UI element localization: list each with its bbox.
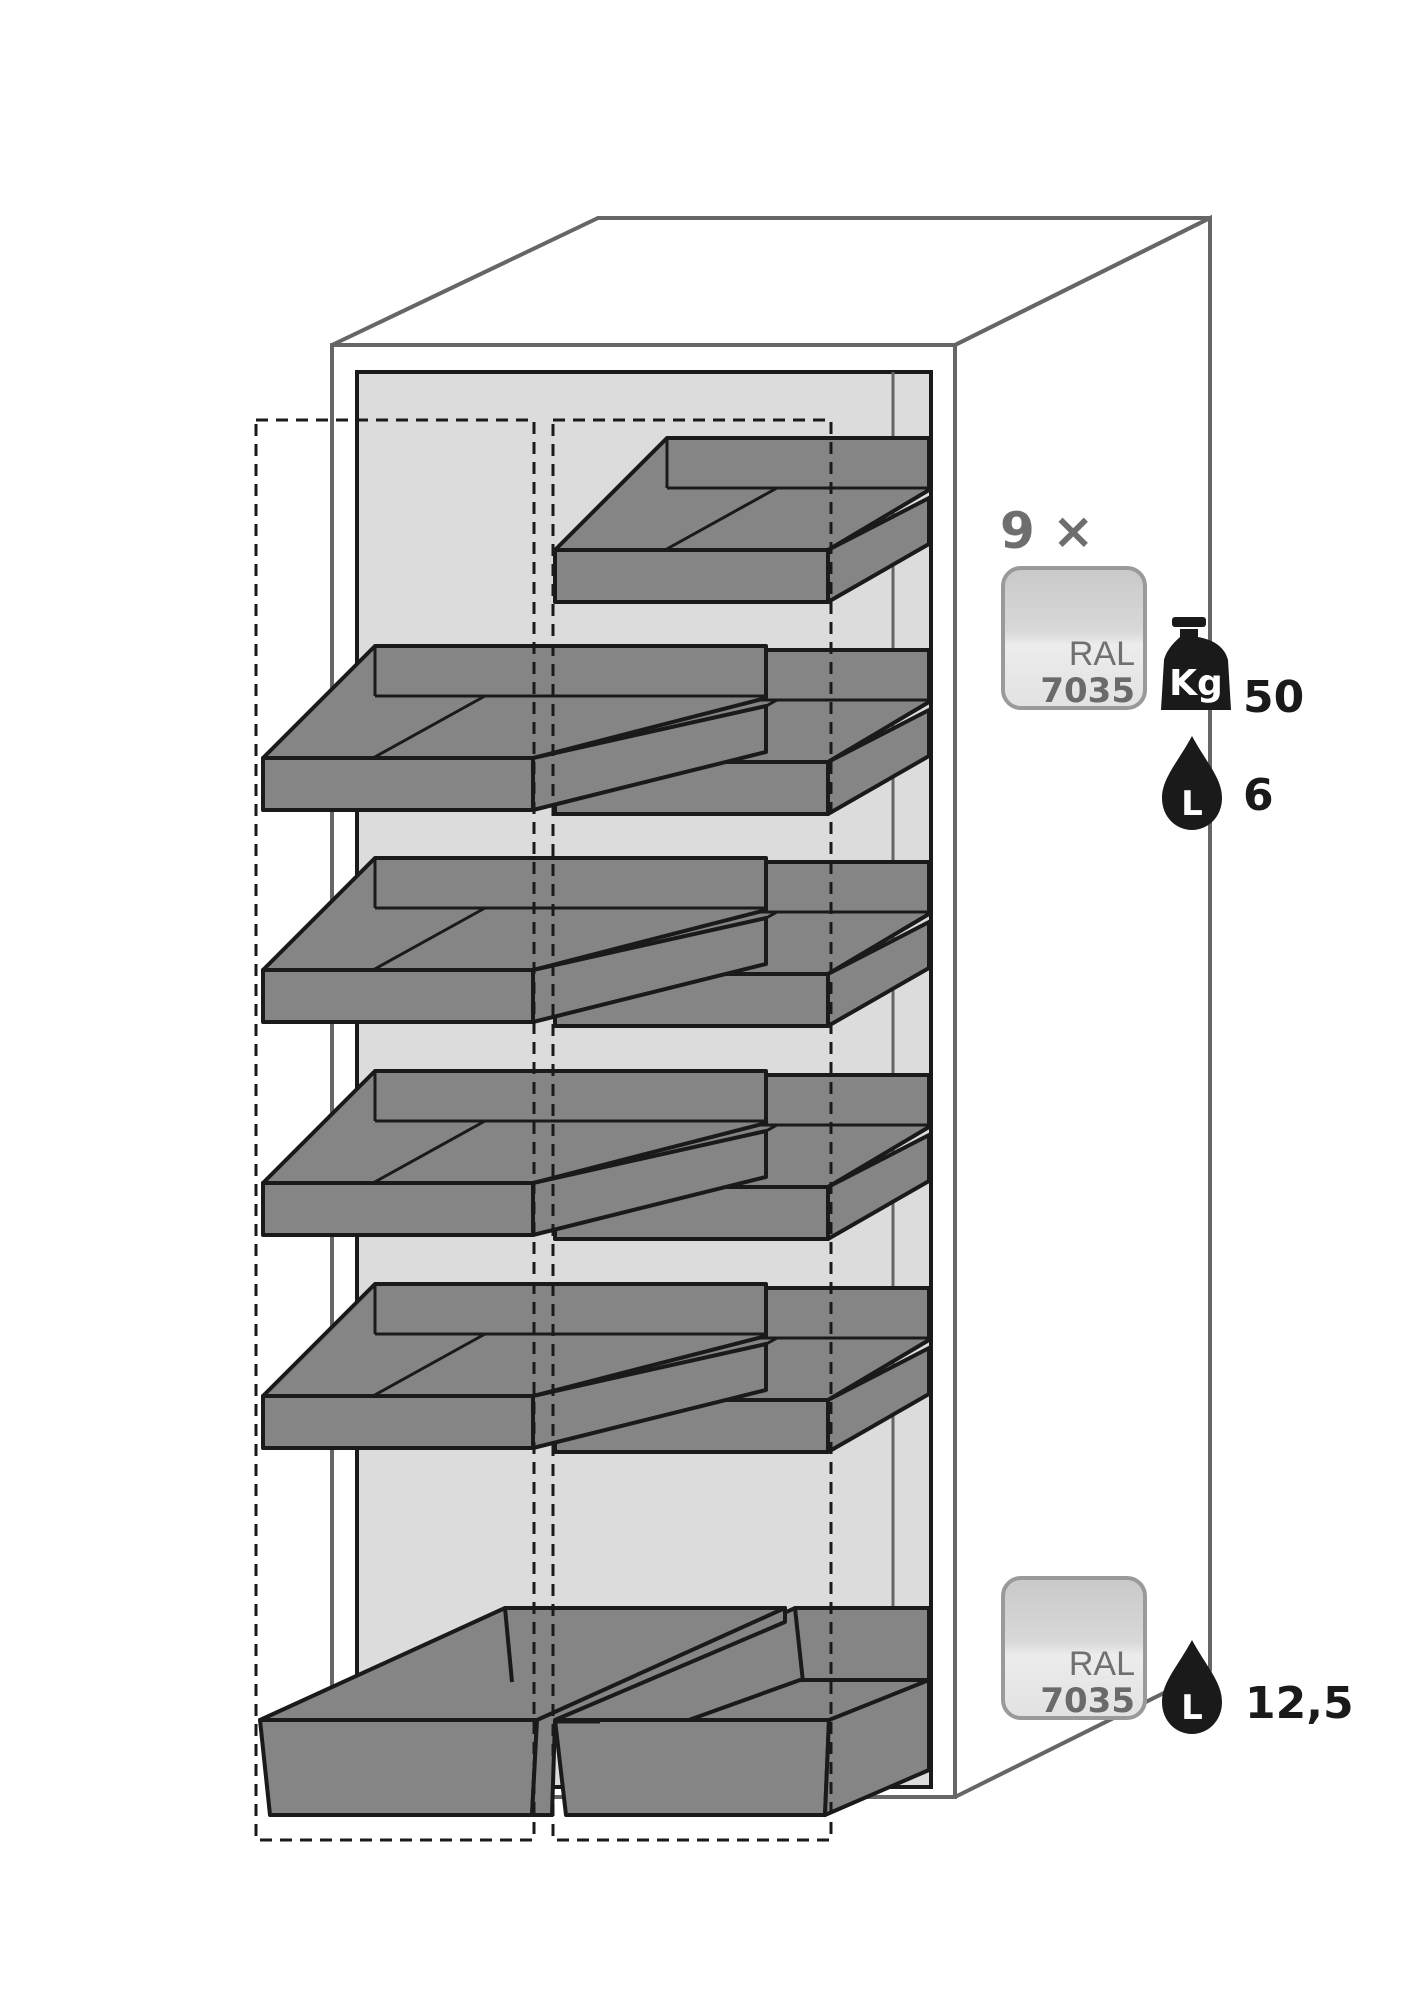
swatch-ral-code: 7035 bbox=[1040, 1681, 1135, 1721]
tray-crease bbox=[372, 906, 486, 972]
weight-icon-text: Kg bbox=[1169, 663, 1223, 704]
pullout-outline-left bbox=[254, 418, 536, 1842]
sump-front bbox=[258, 1718, 539, 1817]
pullout-outlines bbox=[254, 418, 833, 1842]
tray-crease bbox=[664, 486, 778, 552]
tray-side bbox=[826, 920, 931, 1028]
sump-volume-value: 12,5 bbox=[1245, 1678, 1354, 1729]
tray-side bbox=[826, 708, 931, 816]
drop-icon: L bbox=[1162, 1640, 1222, 1734]
weight-icon: Kg bbox=[1161, 617, 1231, 710]
weight-handle bbox=[1172, 617, 1206, 627]
shelf-tray bbox=[261, 644, 768, 812]
swatch-ral-label: RAL bbox=[1069, 635, 1135, 673]
bottom-sumps bbox=[258, 1606, 931, 1817]
swatch-ral-code: 7035 bbox=[1040, 671, 1135, 711]
shelf-tray bbox=[553, 436, 931, 604]
tray-side bbox=[826, 1133, 931, 1241]
drop-shape bbox=[1162, 1640, 1222, 1734]
swatch-ral-label: RAL bbox=[1069, 1645, 1135, 1683]
pullout-outline-right bbox=[551, 418, 833, 1842]
tray-front bbox=[261, 756, 535, 812]
quantity-label: 9 × bbox=[1000, 502, 1094, 560]
tray-front bbox=[261, 1181, 535, 1237]
drop-shape bbox=[1162, 736, 1222, 830]
load-capacity-value: 50 bbox=[1243, 672, 1304, 723]
sump-side bbox=[823, 1678, 931, 1817]
sump-crease bbox=[793, 1607, 805, 1683]
tray-front bbox=[261, 968, 535, 1024]
color-swatch-icon: RAL 7035 bbox=[1001, 1576, 1147, 1721]
tray-side bbox=[826, 1346, 931, 1454]
tray-crease bbox=[372, 1119, 486, 1185]
drop-icon-text: L bbox=[1181, 1688, 1203, 1728]
swatch-box bbox=[1001, 1576, 1147, 1720]
tray-crease bbox=[372, 1332, 486, 1398]
tray-crease bbox=[372, 694, 486, 760]
cabinet-side bbox=[954, 214, 1212, 1799]
sump-front bbox=[553, 1718, 831, 1817]
shelf-trays-left bbox=[261, 644, 768, 1450]
bottom-sump-left bbox=[258, 1606, 787, 1817]
shelf-tray bbox=[261, 1282, 768, 1450]
tray-front bbox=[553, 548, 830, 604]
color-swatch-icon: RAL 7035 bbox=[1001, 566, 1147, 711]
tray-side bbox=[826, 496, 931, 604]
sump-side bbox=[530, 1606, 787, 1817]
sump-crease bbox=[503, 1607, 514, 1683]
drop-icon: L bbox=[1162, 736, 1222, 830]
drop-icon-text: L bbox=[1181, 784, 1203, 824]
shelf-tray bbox=[261, 856, 768, 1024]
weight-body bbox=[1161, 629, 1231, 710]
shelf-tray bbox=[261, 1069, 768, 1237]
swatch-box bbox=[1001, 566, 1147, 710]
tray-front bbox=[261, 1394, 535, 1450]
tray-side bbox=[531, 1129, 768, 1237]
tray-volume-value: 6 bbox=[1243, 770, 1274, 821]
